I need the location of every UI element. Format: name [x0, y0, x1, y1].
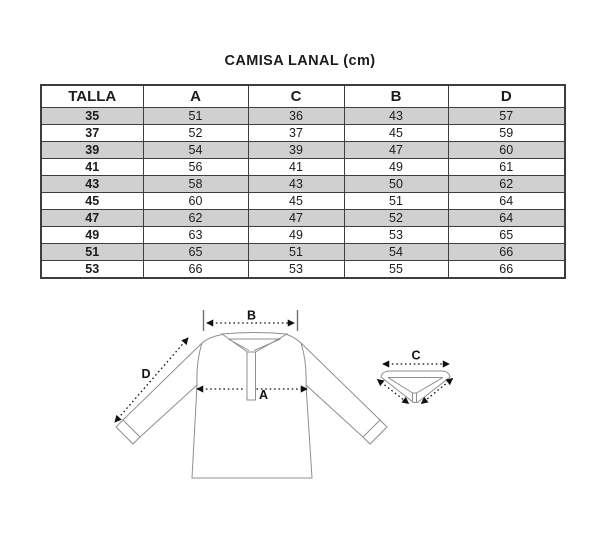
- size-cell: 45: [40, 192, 144, 210]
- measure-label-c: C: [411, 349, 420, 363]
- table-cell: 66: [447, 260, 566, 279]
- shirt-diagram-svg: B D A C: [114, 309, 454, 479]
- table-cell: 47: [247, 209, 345, 227]
- table-cell: 52: [343, 209, 449, 227]
- table-cell: 62: [447, 175, 566, 193]
- shirt-collar: [220, 332, 289, 353]
- table-row: 45 60 45 51 64: [40, 192, 566, 210]
- table-cell: 53: [343, 226, 449, 244]
- table-cell: 64: [447, 192, 566, 210]
- table-cell: 65: [142, 243, 249, 261]
- right-cuff-seam: [362, 419, 381, 438]
- table-cell: 47: [343, 141, 449, 159]
- table-cell: 43: [343, 107, 449, 125]
- right-sleeve: [300, 341, 388, 445]
- size-cell: 37: [40, 124, 144, 142]
- size-cell: 51: [40, 243, 144, 261]
- size-cell: 39: [40, 141, 144, 159]
- size-cell: 49: [40, 226, 144, 244]
- measure-label-d: D: [141, 367, 150, 381]
- table-cell: 66: [142, 260, 249, 279]
- table-cell: 36: [247, 107, 345, 125]
- header-talla: TALLA: [40, 84, 144, 108]
- table-cell: 64: [447, 209, 566, 227]
- table-cell: 49: [247, 226, 345, 244]
- table-cell: 65: [447, 226, 566, 244]
- measure-arrow-d: [114, 337, 189, 423]
- table-row: 51 65 51 54 66: [40, 243, 566, 261]
- table-row: 47 62 47 52 64: [40, 209, 566, 227]
- table-cell: 59: [447, 124, 566, 142]
- table-cell: 45: [247, 192, 345, 210]
- header-d: D: [447, 84, 566, 108]
- table-row: 39 54 39 47 60: [40, 141, 566, 159]
- table-row: 41 56 41 49 61: [40, 158, 566, 176]
- left-sleeve: [115, 341, 203, 445]
- table-cell: 60: [447, 141, 566, 159]
- collar-shape: [380, 370, 451, 403]
- table-cell: 39: [247, 141, 345, 159]
- size-cell: 53: [40, 260, 144, 279]
- table-row: 49 63 49 53 65: [40, 226, 566, 244]
- table-cell: 55: [343, 260, 449, 279]
- table-cell: 45: [343, 124, 449, 142]
- shirt-body: [191, 334, 313, 479]
- page-title: CAMISA LANAL (cm): [224, 53, 376, 69]
- size-cell: 35: [40, 107, 144, 125]
- table-cell: 57: [447, 107, 566, 125]
- header-b: B: [343, 84, 449, 108]
- table-row: 43 58 43 50 62: [40, 175, 566, 193]
- table-cell: 50: [343, 175, 449, 193]
- collar-detail: C: [376, 349, 454, 405]
- table-cell: 66: [447, 243, 566, 261]
- table-cell: 51: [343, 192, 449, 210]
- table-header-row: TALLA A C B D: [40, 84, 566, 108]
- shirt-outline: [115, 332, 388, 479]
- collar-band-lines: [228, 338, 281, 351]
- table-cell: 62: [142, 209, 249, 227]
- table-cell: 54: [343, 243, 449, 261]
- table-cell: 41: [247, 158, 345, 176]
- placket: [246, 351, 256, 401]
- size-cell: 47: [40, 209, 144, 227]
- table-cell: 51: [247, 243, 345, 261]
- measure-label-a: A: [259, 388, 268, 402]
- size-cell: 41: [40, 158, 144, 176]
- table-cell: 56: [142, 158, 249, 176]
- table-row: 35 51 36 43 57: [40, 107, 566, 125]
- table-cell: 37: [247, 124, 345, 142]
- table-cell: 52: [142, 124, 249, 142]
- table-cell: 60: [142, 192, 249, 210]
- measure-label-b: B: [247, 309, 256, 323]
- shirt-measurement-diagram: B D A C: [0, 300, 600, 554]
- header-c: C: [247, 84, 345, 108]
- table-cell: 51: [142, 107, 249, 125]
- table-cell: 61: [447, 158, 566, 176]
- left-cuff-seam: [122, 419, 141, 438]
- size-chart-table: TALLA A C B D 35 51 36 43 57 37 52 37 45…: [40, 84, 566, 279]
- table-row: 37 52 37 45 59: [40, 124, 566, 142]
- table-cell: 54: [142, 141, 249, 159]
- header-a: A: [142, 84, 249, 108]
- size-cell: 43: [40, 175, 144, 193]
- table-row: 53 66 53 55 66: [40, 260, 566, 279]
- table-cell: 53: [247, 260, 345, 279]
- table-cell: 58: [142, 175, 249, 193]
- table-cell: 49: [343, 158, 449, 176]
- table-cell: 43: [247, 175, 345, 193]
- table-cell: 63: [142, 226, 249, 244]
